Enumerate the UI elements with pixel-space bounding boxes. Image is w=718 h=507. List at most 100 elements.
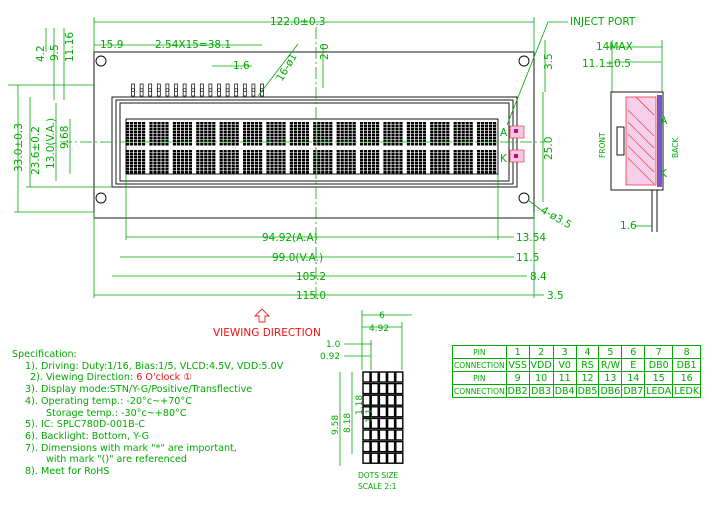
cell-dot [293,156,297,159]
led-pad-k-mark [514,154,518,158]
cell-dot [176,165,180,168]
cell-dot [204,143,208,146]
cell-dot [251,159,255,162]
cell-dot [172,171,176,174]
dot-dim-9-58: 9.58 [331,415,341,435]
cell-dot [477,168,481,171]
cell-dot [149,150,153,153]
cell-dot [255,137,259,140]
matrix-dot [378,371,388,383]
cell-dot [321,171,325,174]
cell-dot [430,128,434,131]
dim-top-11-16: 11.16 [64,32,76,62]
cell-dot [165,168,169,171]
cell-dot [364,168,368,171]
cell-dot [438,150,442,153]
cell-dot [336,153,340,156]
cell-dot [469,165,473,168]
cell-dot [481,137,485,140]
cell-dot [461,156,465,159]
cell-dot [344,168,348,171]
cell-dot [289,122,293,125]
cell-dot [180,140,184,143]
cell-dot [469,131,473,134]
cell-dot [231,122,235,125]
cell-dot [348,140,352,143]
cell-dot [165,162,169,165]
cell-dot [153,131,157,134]
cell-dot [422,159,426,162]
cell-dot [247,128,251,131]
cell-dot [321,162,325,165]
cell-dot [142,125,146,128]
cell-dot [321,153,325,156]
dim-top-4-2: 4.2 [35,45,47,62]
cell-dot [142,153,146,156]
cell-dot [418,128,422,131]
matrix-dot [370,429,379,441]
cell-dot [344,153,348,156]
cell-dot [336,156,340,159]
cell-dot [414,128,418,131]
dim-height-25: 25.0 [543,137,555,160]
cell-dot [376,153,380,156]
cell-dot [325,134,329,137]
cell-dot [477,131,481,134]
cell-dot [204,137,208,140]
led-a-label: A [500,127,508,139]
cell-dot [231,159,235,162]
pin-cell: 16 [672,371,702,385]
cell-dot [200,143,204,146]
cell-dot [219,122,223,125]
cell-dot [493,137,497,140]
connection-cell: DB7 [621,384,646,398]
side-pin-offset: 1.6 [620,220,637,232]
pin-hole [243,88,247,92]
cell-dot [481,156,485,159]
matrix-dot [386,382,396,395]
cell-dot [282,140,286,143]
cell-dot [395,122,399,125]
cell-dot [282,159,286,162]
cell-dot [278,128,282,131]
cell-dot [208,137,212,140]
cell-dot [434,150,438,153]
cell-dot [161,137,165,140]
cell-dot [200,137,204,140]
cell-dot [395,125,399,128]
cell-dot [453,140,457,143]
cell-dot [208,159,212,162]
cell-dot [126,159,130,162]
cell-dot [247,159,251,162]
cell-dot [410,165,414,168]
cell-dot [243,125,247,128]
cell-dot [204,171,208,174]
cell-dot [297,159,301,162]
cell-dot [231,153,235,156]
cell-dot [422,137,426,140]
cell-dot [422,131,426,134]
cell-dot [391,162,395,165]
cell-dot [360,128,364,131]
cell-dot [442,165,446,168]
spec-viewing-direction-value: 6 O'clock ① [136,372,192,384]
cell-dot [142,131,146,134]
cell-dot [289,162,293,165]
cell-dot [172,165,176,168]
cell-dot [438,168,442,171]
cell-dot [297,143,301,146]
cell-dot [329,150,333,153]
cell-dot [364,165,368,168]
cell-dot [469,153,473,156]
cell-dot [259,165,263,168]
cell-dot [493,140,497,143]
cell-dot [243,168,247,171]
cell-dot [493,150,497,153]
cell-dot [313,162,317,165]
cell-dot [200,122,204,125]
cell-dot [457,128,461,131]
cell-dot [434,140,438,143]
cell-dot [219,137,223,140]
cell-dot [364,122,368,125]
cell-dot [282,134,286,137]
